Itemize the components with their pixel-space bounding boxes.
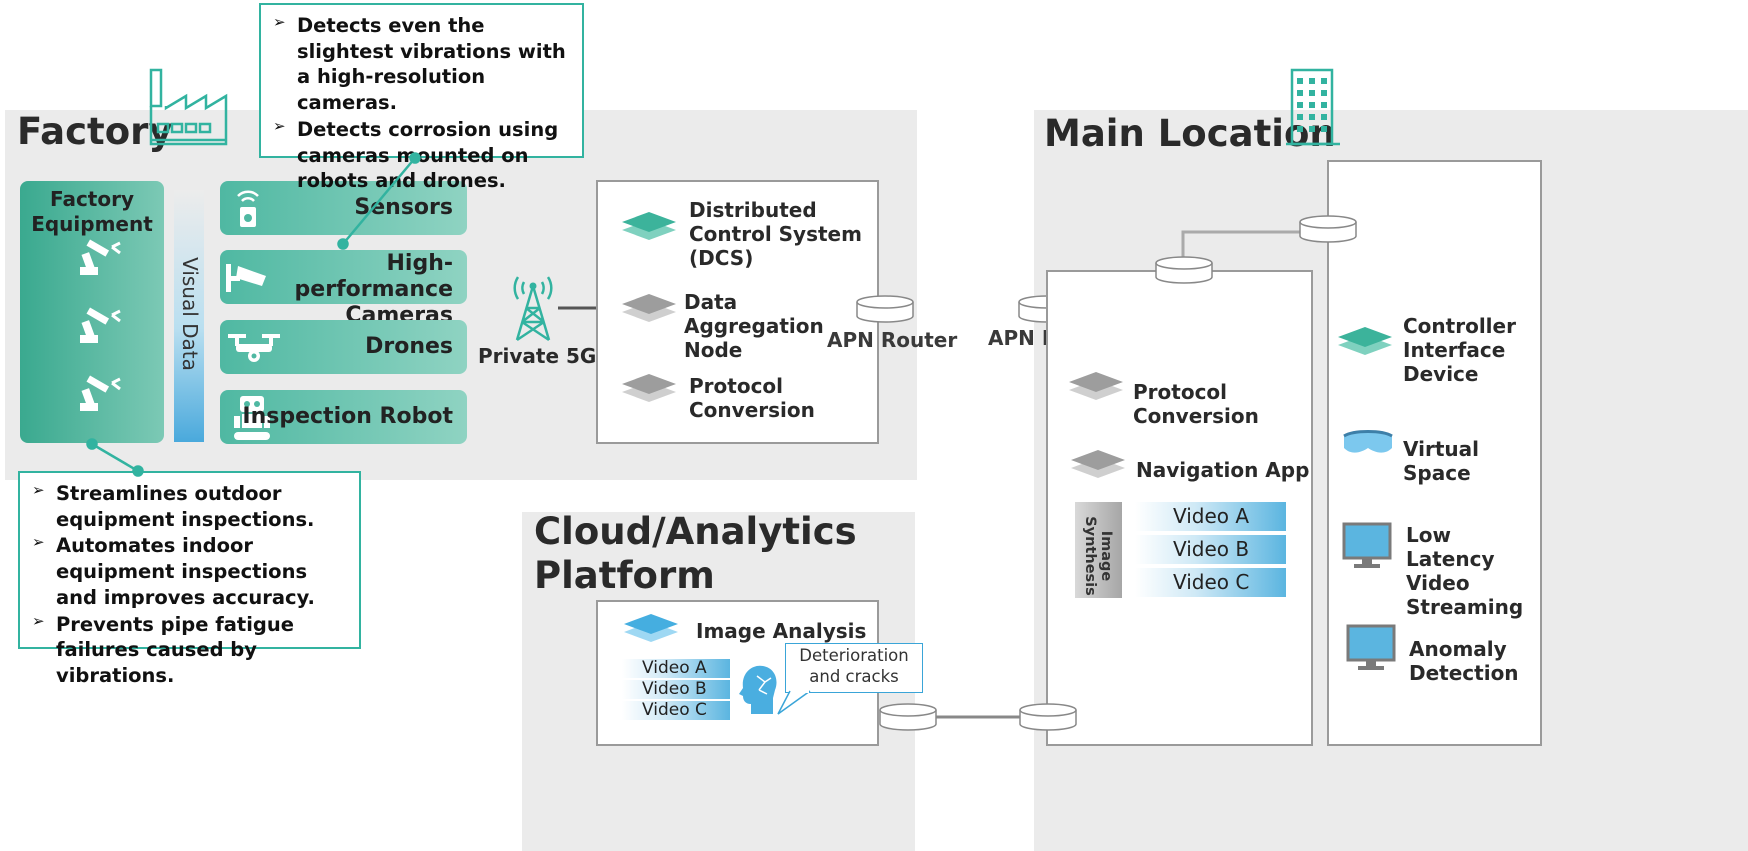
main-location-title: Main Location: [1044, 112, 1336, 155]
cloud-video-b: Video B: [622, 680, 730, 699]
main-video-a: Video A: [1135, 502, 1286, 531]
top-callout: ➢Detects even the slightest vibrations w…: [259, 3, 584, 192]
factory-building-icon: [149, 68, 228, 146]
arrow-bullet-icon: ➢: [32, 611, 45, 630]
cloud-title: Cloud/Analytics Platform: [534, 510, 857, 598]
main-video-c: Video C: [1135, 568, 1286, 597]
factory-equipment-label: Factory Equipment: [31, 187, 153, 236]
bubble-tail: [777, 690, 811, 715]
office-building-icon: [1286, 68, 1340, 146]
arrow-bullet-icon: ➢: [273, 13, 286, 31]
monitor-icon: [1346, 624, 1396, 670]
factory-equipment-card: Factory Equipment: [20, 181, 164, 443]
callout-bullet: ➢Detects corrosion using cameras mounted…: [273, 116, 559, 193]
cloud-video-a: Video A: [622, 659, 730, 678]
callout-bullet: ➢Automates indoor equipment inspections …: [32, 533, 315, 609]
drones-label: Drones: [365, 334, 453, 359]
apn-router-left-label: APN Router: [827, 328, 958, 352]
robot-icon: [234, 396, 270, 440]
low-latency-label: Low Latency Video Streaming: [1406, 523, 1524, 619]
arrow-bullet-icon: ➢: [273, 116, 286, 135]
factory-title: Factory: [17, 110, 173, 153]
security-camera-icon: [226, 264, 266, 292]
callout-bullet: ➢Detects even the slightest vibrations w…: [273, 13, 566, 115]
dcs-label: Distributed Control System (DCS): [689, 198, 862, 270]
router-icon: [1019, 703, 1077, 731]
main-video-b: Video B: [1135, 535, 1286, 564]
drone-icon: [228, 334, 280, 362]
private-5g-label: Private 5G: [478, 344, 597, 368]
layers-icon: [622, 212, 676, 240]
sensors-card: Sensors: [220, 181, 467, 235]
protocol-conversion-label: Protocol Conversion: [689, 374, 815, 422]
cameras-card: High-performance Cameras: [220, 250, 467, 328]
main-protocol-conversion-label: Protocol Conversion: [1133, 380, 1259, 428]
controller-interface-label: Controller Interface Device: [1403, 314, 1516, 386]
sensor-icon: [237, 190, 259, 227]
robot-arm-icon: [80, 375, 121, 411]
robot-arm-icon: [80, 307, 121, 343]
drones-card: Drones: [220, 320, 467, 374]
layers-icon: [622, 294, 676, 322]
image-synthesis-bar: [1075, 502, 1122, 598]
inspection-robot-label: Inspection Robot: [242, 404, 453, 429]
deterioration-text: Deterioration and cracks: [799, 646, 909, 687]
image-analysis-label: Image Analysis: [696, 619, 867, 643]
layers-icon: [1071, 450, 1125, 478]
router-icon: [1299, 215, 1357, 243]
router-icon: [856, 295, 914, 323]
ai-head-icon: [739, 665, 777, 714]
callout-bullet: ➢Streamlines outdoor equipment inspectio…: [32, 481, 315, 531]
virtual-space-label: Virtual Space: [1403, 437, 1479, 485]
callout-bullet: ➢Prevents pipe fatigue failures caused b…: [32, 611, 294, 688]
antenna-tower-icon: [513, 276, 553, 342]
deterioration-bubble: [785, 643, 923, 693]
robot-arm-icon: [80, 239, 121, 275]
monitor-icon: [1342, 522, 1392, 568]
data-aggregation-label: Data Aggregation Node: [684, 290, 824, 362]
arrow-bullet-icon: ➢: [32, 533, 45, 552]
cameras-label: High-performance Cameras: [294, 251, 453, 328]
layers-icon: [622, 374, 676, 402]
image-synthesis-label: Image Synthesis: [1082, 516, 1114, 596]
bottom-callout: ➢Streamlines outdoor equipment inspectio…: [18, 471, 361, 687]
navigation-app-label: Navigation App: [1136, 458, 1310, 482]
layers-icon: [1069, 372, 1123, 400]
anomaly-detection-label: Anomaly Detection: [1409, 637, 1519, 685]
layers-icon: [624, 614, 678, 642]
router-icon: [879, 703, 937, 731]
cloud-video-c: Video C: [622, 701, 730, 720]
arrow-bullet-icon: ➢: [32, 481, 45, 499]
layers-icon: [1338, 327, 1392, 355]
vr-goggles-icon: [1343, 430, 1393, 453]
inspection-robot-card: Inspection Robot: [220, 390, 467, 444]
router-icon: [1155, 256, 1213, 284]
visual-data-bar: [174, 190, 204, 442]
sensors-label: Sensors: [354, 195, 453, 220]
